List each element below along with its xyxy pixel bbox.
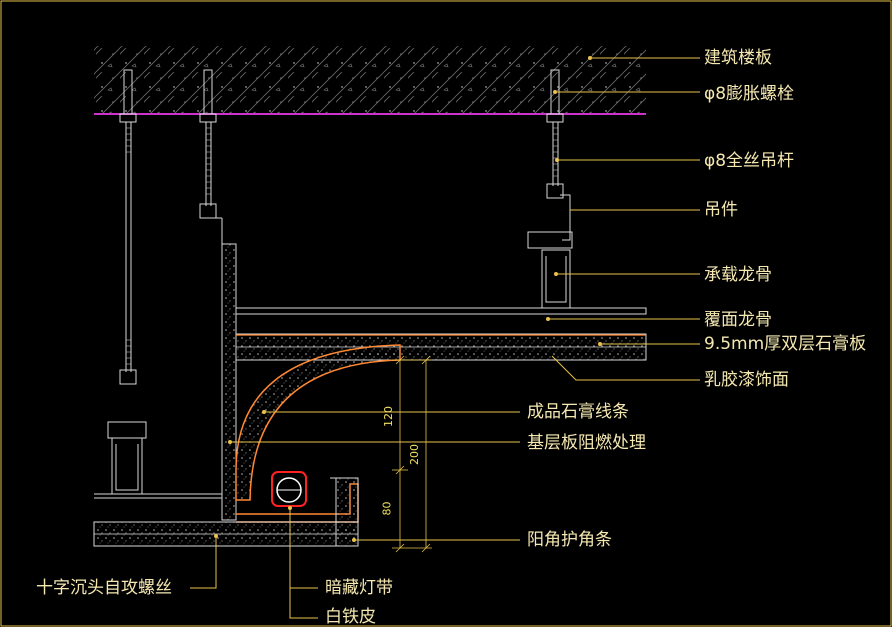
label-hidden-light: 暗藏灯带 [325,578,393,598]
left-keel [94,437,222,499]
leader-lines [190,57,700,619]
vertical-base-board [210,217,237,521]
led-lamp [271,471,307,507]
building-slab [94,46,646,115]
label-latex-paint: 乳胶漆饰面 [704,370,789,390]
label-threaded-rod: φ8全丝吊杆 [704,151,795,171]
label-corner-bead: 阳角护角条 [527,530,612,550]
label-white-iron: 白铁皮 [325,607,376,627]
suspension-rods [107,69,564,439]
dim-upper: 120 [382,406,395,427]
upper-gypsum-board [235,333,647,361]
dim-lower: 80 [380,501,394,516]
label-fireproof-base: 基层板阻燃处理 [527,433,646,453]
label-main-keel: 承载龙骨 [704,265,772,285]
gypsum-molding-curve [235,344,401,501]
label-cover-keel: 覆面龙骨 [704,310,772,330]
label-hanger: 吊件 [704,200,738,220]
label-gypsum-board: 9.5mm厚双层石膏板 [704,334,867,354]
bottom-ceiling-board [93,521,359,547]
label-gypsum-molding: 成品石膏线条 [527,402,629,422]
label-self-tapping-screw: 十字沉头自攻螺丝 [36,578,172,598]
label-expansion-bolt: φ8膨胀螺栓 [704,84,795,104]
dim-total: 200 [408,444,421,465]
label-building-slab: 建筑楼板 [704,48,772,68]
dimension-lines [392,355,432,553]
hanger-and-main-keel [527,194,573,309]
cover-keel [235,307,647,315]
